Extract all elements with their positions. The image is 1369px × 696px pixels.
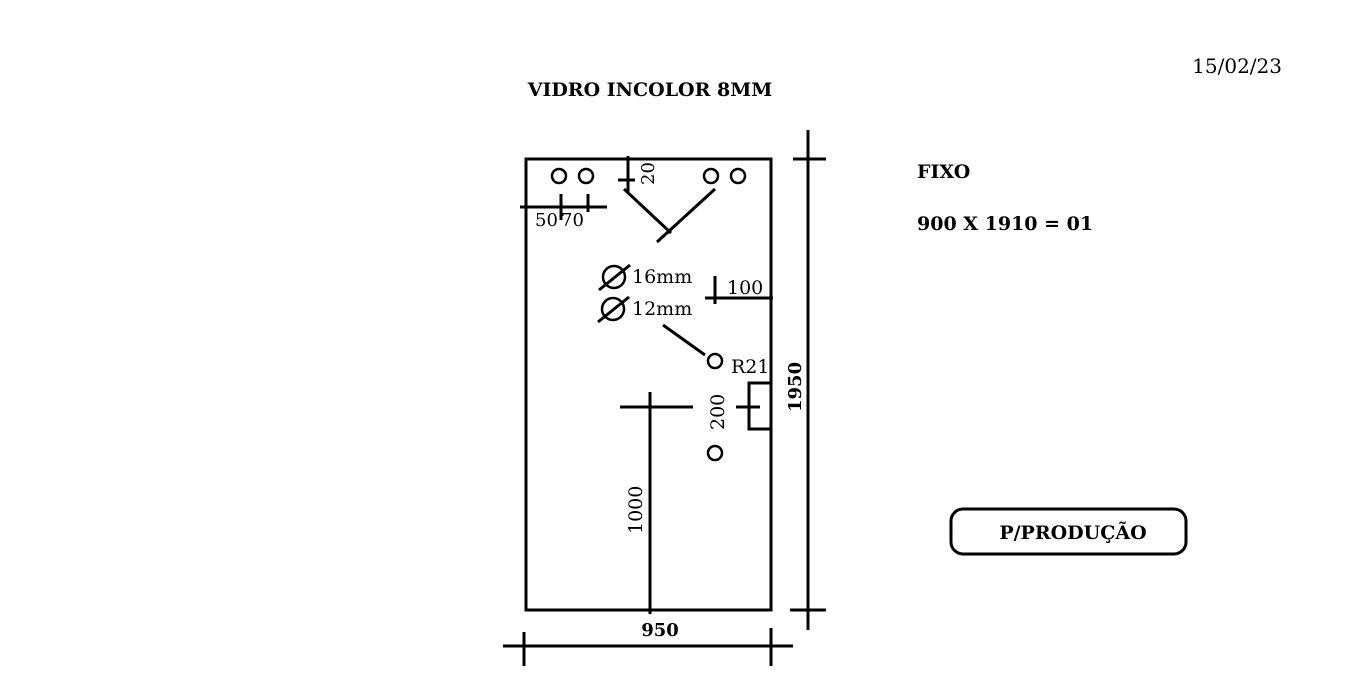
dim-label-side-offset: 100 — [727, 277, 763, 299]
dim-label-handle-gap: 200 — [707, 394, 729, 430]
dimension-height — [790, 130, 826, 630]
dimension-top-offset — [618, 156, 635, 192]
hole-size-small-label: 12mm — [632, 298, 692, 320]
dimension-side-offset — [705, 276, 773, 304]
drawing-title: VIDRO INCOLOR 8MM — [527, 79, 773, 101]
hole-top-2 — [577, 167, 595, 185]
leader-line-radius — [662, 323, 706, 357]
piece-spec-label: 900 X 1910 = 01 — [917, 213, 1093, 235]
piece-type-label: FIXO — [917, 161, 970, 183]
hole-top-3 — [702, 167, 720, 185]
production-stamp-label: P/PRODUÇÃO — [999, 521, 1146, 544]
dimension-width — [503, 628, 793, 666]
dim-label-width: 950 — [641, 620, 679, 641]
dim-label-hole-a: 50 — [535, 210, 558, 231]
hole-top-1 — [550, 167, 568, 185]
date-label: 15/02/23 — [1192, 54, 1282, 78]
radius-label: R21 — [731, 356, 769, 378]
diameter-symbol-small — [597, 295, 630, 324]
dim-label-top-offset: 20 — [638, 162, 659, 185]
hole-handle-lower — [706, 444, 724, 462]
dimension-top-holes — [520, 194, 607, 220]
diameter-symbol-large — [598, 263, 631, 292]
leader-lines-top — [622, 187, 717, 244]
hole-top-4 — [729, 167, 747, 185]
dimension-floor-height — [620, 392, 693, 614]
hole-handle-upper — [706, 352, 724, 370]
production-stamp: P/PRODUÇÃO — [949, 507, 1188, 556]
dim-label-floor-height: 1000 — [625, 486, 647, 534]
dim-label-height: 1950 — [785, 362, 806, 412]
hole-size-large-label: 16mm — [632, 266, 692, 288]
dim-label-hole-b: 70 — [561, 210, 584, 231]
